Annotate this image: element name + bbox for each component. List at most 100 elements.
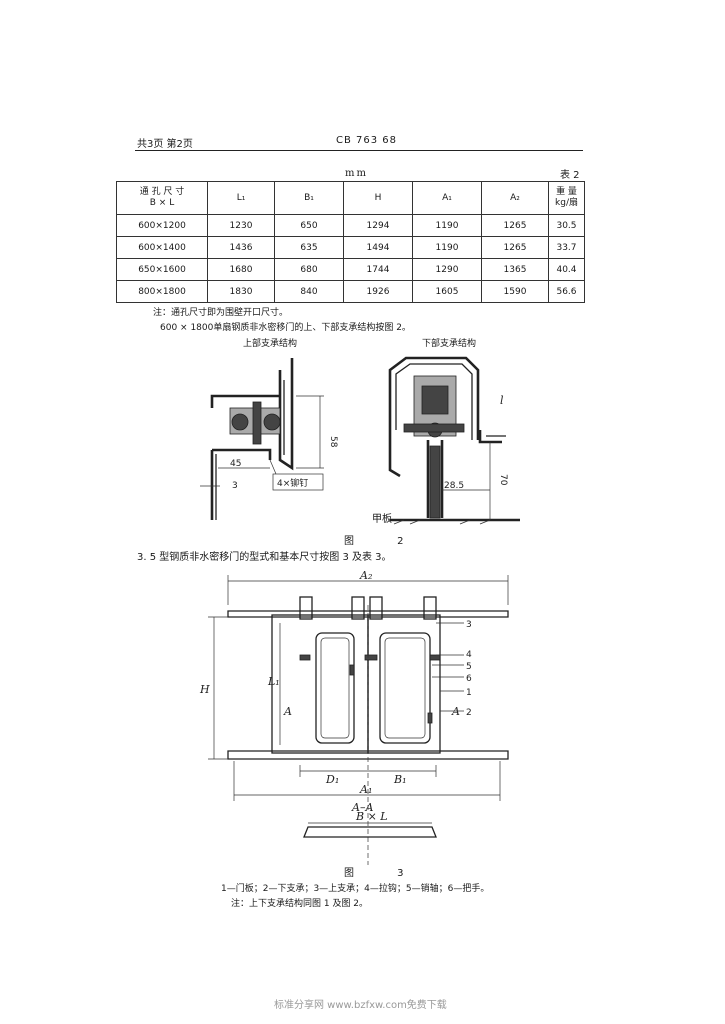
callout-3: 3 [466, 620, 472, 630]
table-cell: 1290 [412, 258, 482, 281]
table-number: 表 2 [560, 170, 580, 181]
deck-label: 甲板 [372, 514, 392, 525]
standard-number: CB 763 68 [336, 135, 398, 146]
table-row: 800×1800 1830 840 1926 1605 1590 56.6 [116, 280, 585, 303]
table-cell: 635 [274, 236, 344, 259]
table-cell: 600×1200 [116, 214, 208, 237]
table-cell: 1680 [207, 258, 275, 281]
table-cell: 1830 [207, 280, 275, 303]
callout-4: 4 [466, 650, 472, 660]
rivet-label: 4×铆钉 [277, 477, 308, 489]
table-cell: 1265 [481, 236, 549, 259]
top-support-3 [369, 596, 383, 620]
dim-l1: L₁ [267, 675, 280, 688]
door-plate [426, 440, 444, 518]
table-cell: 650 [274, 214, 344, 237]
top-support-2 [351, 596, 365, 620]
dim-a1: A₁ [359, 783, 372, 796]
table-header-row: 通 孔 尺 寸 B × L L₁ B₁ H A₁ A₂ 重 量 kg/扇 [116, 181, 585, 215]
pin-right [427, 712, 433, 724]
table-cell: 680 [274, 258, 344, 281]
bottom-rail [227, 750, 509, 760]
figure-2-caption: 图 2 [344, 536, 424, 547]
lower-support-label: 下部支承结构 [422, 339, 477, 349]
section-3-text: 3. 5 型钢质非水密移门的型式和基本尺寸按图 3 及表 3。 [137, 552, 392, 563]
roller-right [263, 413, 281, 431]
axle-bar [403, 423, 465, 433]
col-header-h: H [343, 181, 413, 215]
dim-bxl: B × L [355, 810, 388, 823]
upper-support-label: 上部支承结构 [243, 339, 298, 349]
figure-3-legend: 1—门板；2—下支承；3—上支承；4—拉钩；5—销轴；6—把手。 [221, 884, 490, 894]
table-cell: 800×1800 [116, 280, 208, 303]
figure-3-note: 注：上下支承结构同图 1 及图 2。 [231, 899, 369, 909]
col-header-weight: 重 量 kg/扇 [548, 181, 585, 215]
table-cell: 1926 [343, 280, 413, 303]
table-cell: 1294 [343, 214, 413, 237]
section-title: A–A [351, 801, 373, 814]
col-header-l1: L₁ [207, 181, 275, 215]
table-cell: 1605 [412, 280, 482, 303]
dim-h: H [199, 683, 210, 696]
col-header-b1: B₁ [274, 181, 344, 215]
dim-a2: A₂ [359, 569, 372, 582]
dim-70: 70 [498, 474, 508, 486]
col-header-a1: A₁ [412, 181, 482, 215]
reference-note: 600 × 1800单扇钢质非水密移门的上、下部支承结构按图 2。 [160, 323, 411, 333]
section-mark-right: A [451, 705, 460, 718]
dim-d1: D₁ [325, 773, 339, 786]
top-rail [227, 610, 509, 618]
dimension-table: 通 孔 尺 寸 B × L L₁ B₁ H A₁ A₂ 重 量 kg/扇 600… [116, 181, 585, 303]
dim-45: 45 [230, 459, 241, 469]
dim-b1: B₁ [393, 773, 407, 786]
table-cell: 56.6 [548, 280, 585, 303]
table-cell: 1190 [412, 214, 482, 237]
door-angle [210, 448, 272, 520]
table-note: 注：通孔尺寸即为围壁开口尺寸。 [153, 308, 289, 318]
figure-3-caption: 图 3 [344, 868, 424, 879]
header-rule [135, 150, 583, 151]
table-cell: 33.7 [548, 236, 585, 259]
callout-6: 6 [466, 674, 472, 684]
handle-right [429, 654, 441, 661]
table-cell: 1590 [481, 280, 549, 303]
table-cell: 1230 [207, 214, 275, 237]
upper-support-drawing: 58 45 3 4×铆钉 [200, 358, 338, 520]
lower-channel [388, 356, 480, 440]
table-row: 600×1400 1436 635 1494 1190 1265 33.7 [116, 236, 585, 259]
site-footer[interactable]: 标准分享网 www.bzfxw.com免费下载 [274, 1000, 447, 1011]
table-cell: 40.4 [548, 258, 585, 281]
table-cell: 1365 [481, 258, 549, 281]
upper-track [210, 394, 280, 408]
callout-5: 5 [466, 662, 472, 672]
table-cell: 30.5 [548, 214, 585, 237]
upper-plate [278, 358, 294, 471]
col-header-a2: A₂ [481, 181, 549, 215]
table-cell: 650×1600 [116, 258, 208, 281]
table-cell: 600×1400 [116, 236, 208, 259]
unit-label: mm [345, 168, 368, 179]
sliding-door-drawing: A₂ H L₁ A A D₁ B₁ A₁ A–A B × L 3 4 5 6 1… [199, 569, 509, 865]
table-cell: 840 [274, 280, 344, 303]
dim-28-5: 28.5 [444, 481, 464, 491]
top-support-1 [299, 596, 313, 620]
handle-left [299, 654, 311, 661]
window-left [315, 632, 355, 744]
callout-2: 2 [466, 708, 472, 718]
door-leaf-right [367, 614, 441, 754]
table-cell: 1494 [343, 236, 413, 259]
roller-left [231, 413, 249, 431]
table-cell: 1265 [481, 214, 549, 237]
top-support-4 [423, 596, 437, 620]
dim-58: 58 [328, 436, 338, 448]
table-cell: 1436 [207, 236, 275, 259]
hook-center [364, 654, 378, 661]
section-profile [303, 826, 437, 838]
pin-left [349, 664, 355, 676]
lower-support-drawing: 70 28.5 l [388, 356, 520, 525]
table-row: 600×1200 1230 650 1294 1190 1265 30.5 [116, 214, 585, 237]
lower-dim-mark: l [500, 394, 504, 407]
window-right [379, 632, 431, 744]
table-cell: 1190 [412, 236, 482, 259]
col-header-opening: 通 孔 尺 寸 B × L [116, 181, 208, 215]
